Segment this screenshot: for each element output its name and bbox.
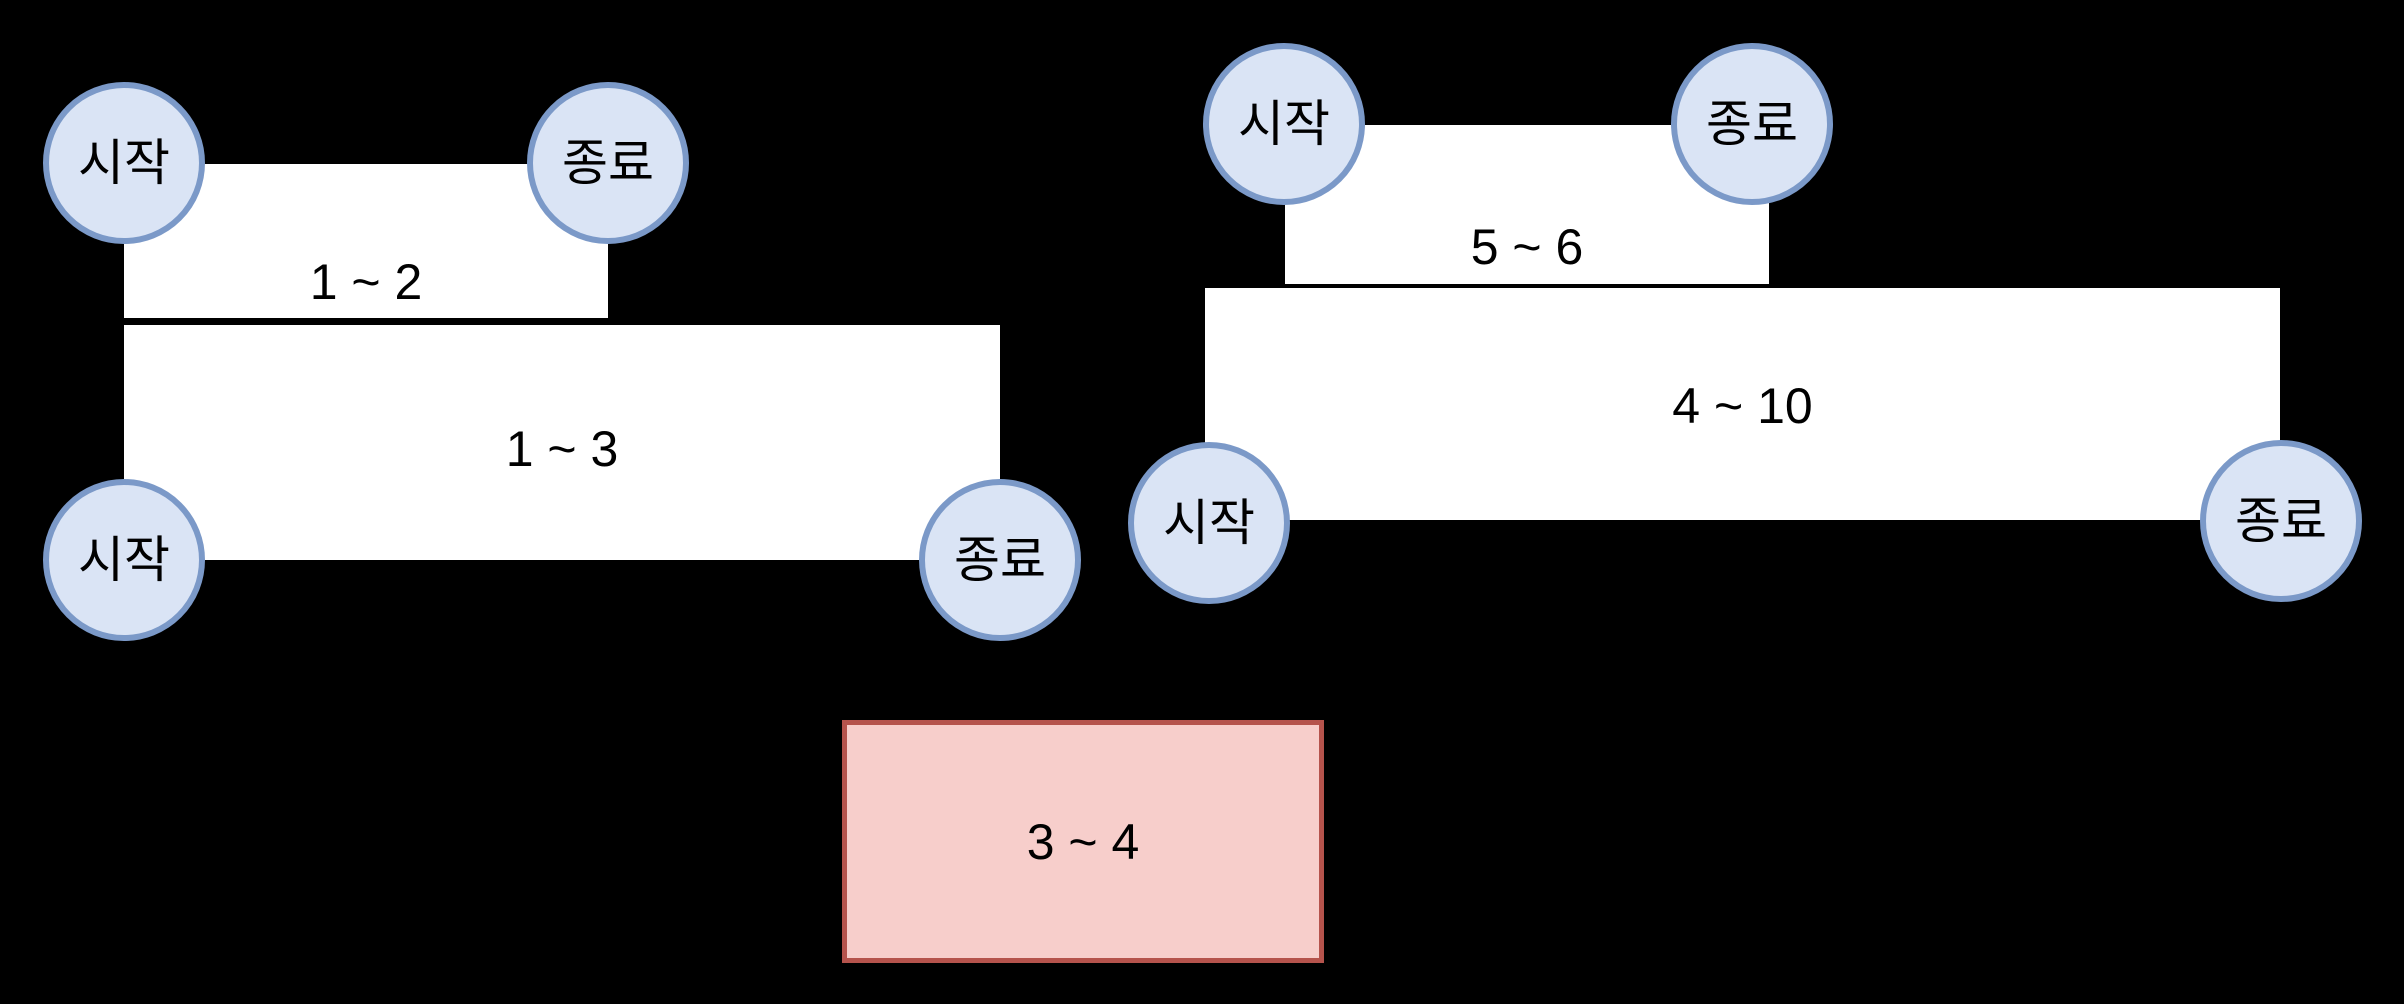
end-node-label: 종료: [562, 135, 654, 191]
start-node-interval-1-3: 시작: [43, 479, 205, 641]
end-node-label: 종료: [954, 532, 1046, 588]
start-node-label: 시작: [78, 532, 170, 588]
end-node-label: 종료: [2235, 493, 2327, 549]
end-node-interval-5-6: 종료: [1671, 43, 1833, 205]
interval-label-3-4: 3 ~ 4: [1026, 813, 1140, 870]
start-node-label: 시작: [1163, 495, 1255, 551]
start-node-label: 시작: [78, 135, 170, 191]
interval-box-1-2: 1 ~ 2: [124, 164, 608, 318]
interval-box-3-4-highlighted: 3 ~ 4: [842, 720, 1324, 963]
start-node-interval-4-10: 시작: [1128, 442, 1290, 604]
interval-label-1-2: 1 ~ 2: [309, 254, 423, 310]
interval-label-1-3: 1 ~ 3: [505, 421, 619, 477]
interval-box-1-3: 1 ~ 3: [124, 325, 1000, 560]
end-node-interval-4-10: 종료: [2200, 440, 2362, 602]
interval-box-4-10: 4 ~ 10: [1205, 288, 2280, 520]
end-node-interval-1-3: 종료: [919, 479, 1081, 641]
end-node-interval-1-2: 종료: [527, 82, 689, 244]
interval-label-5-6: 5 ~ 6: [1470, 219, 1584, 275]
start-node-interval-5-6: 시작: [1203, 43, 1365, 205]
start-node-label: 시작: [1238, 96, 1330, 152]
start-node-interval-1-2: 시작: [43, 82, 205, 244]
interval-label-4-10: 4 ~ 10: [1672, 378, 1813, 434]
end-node-label: 종료: [1706, 96, 1798, 152]
